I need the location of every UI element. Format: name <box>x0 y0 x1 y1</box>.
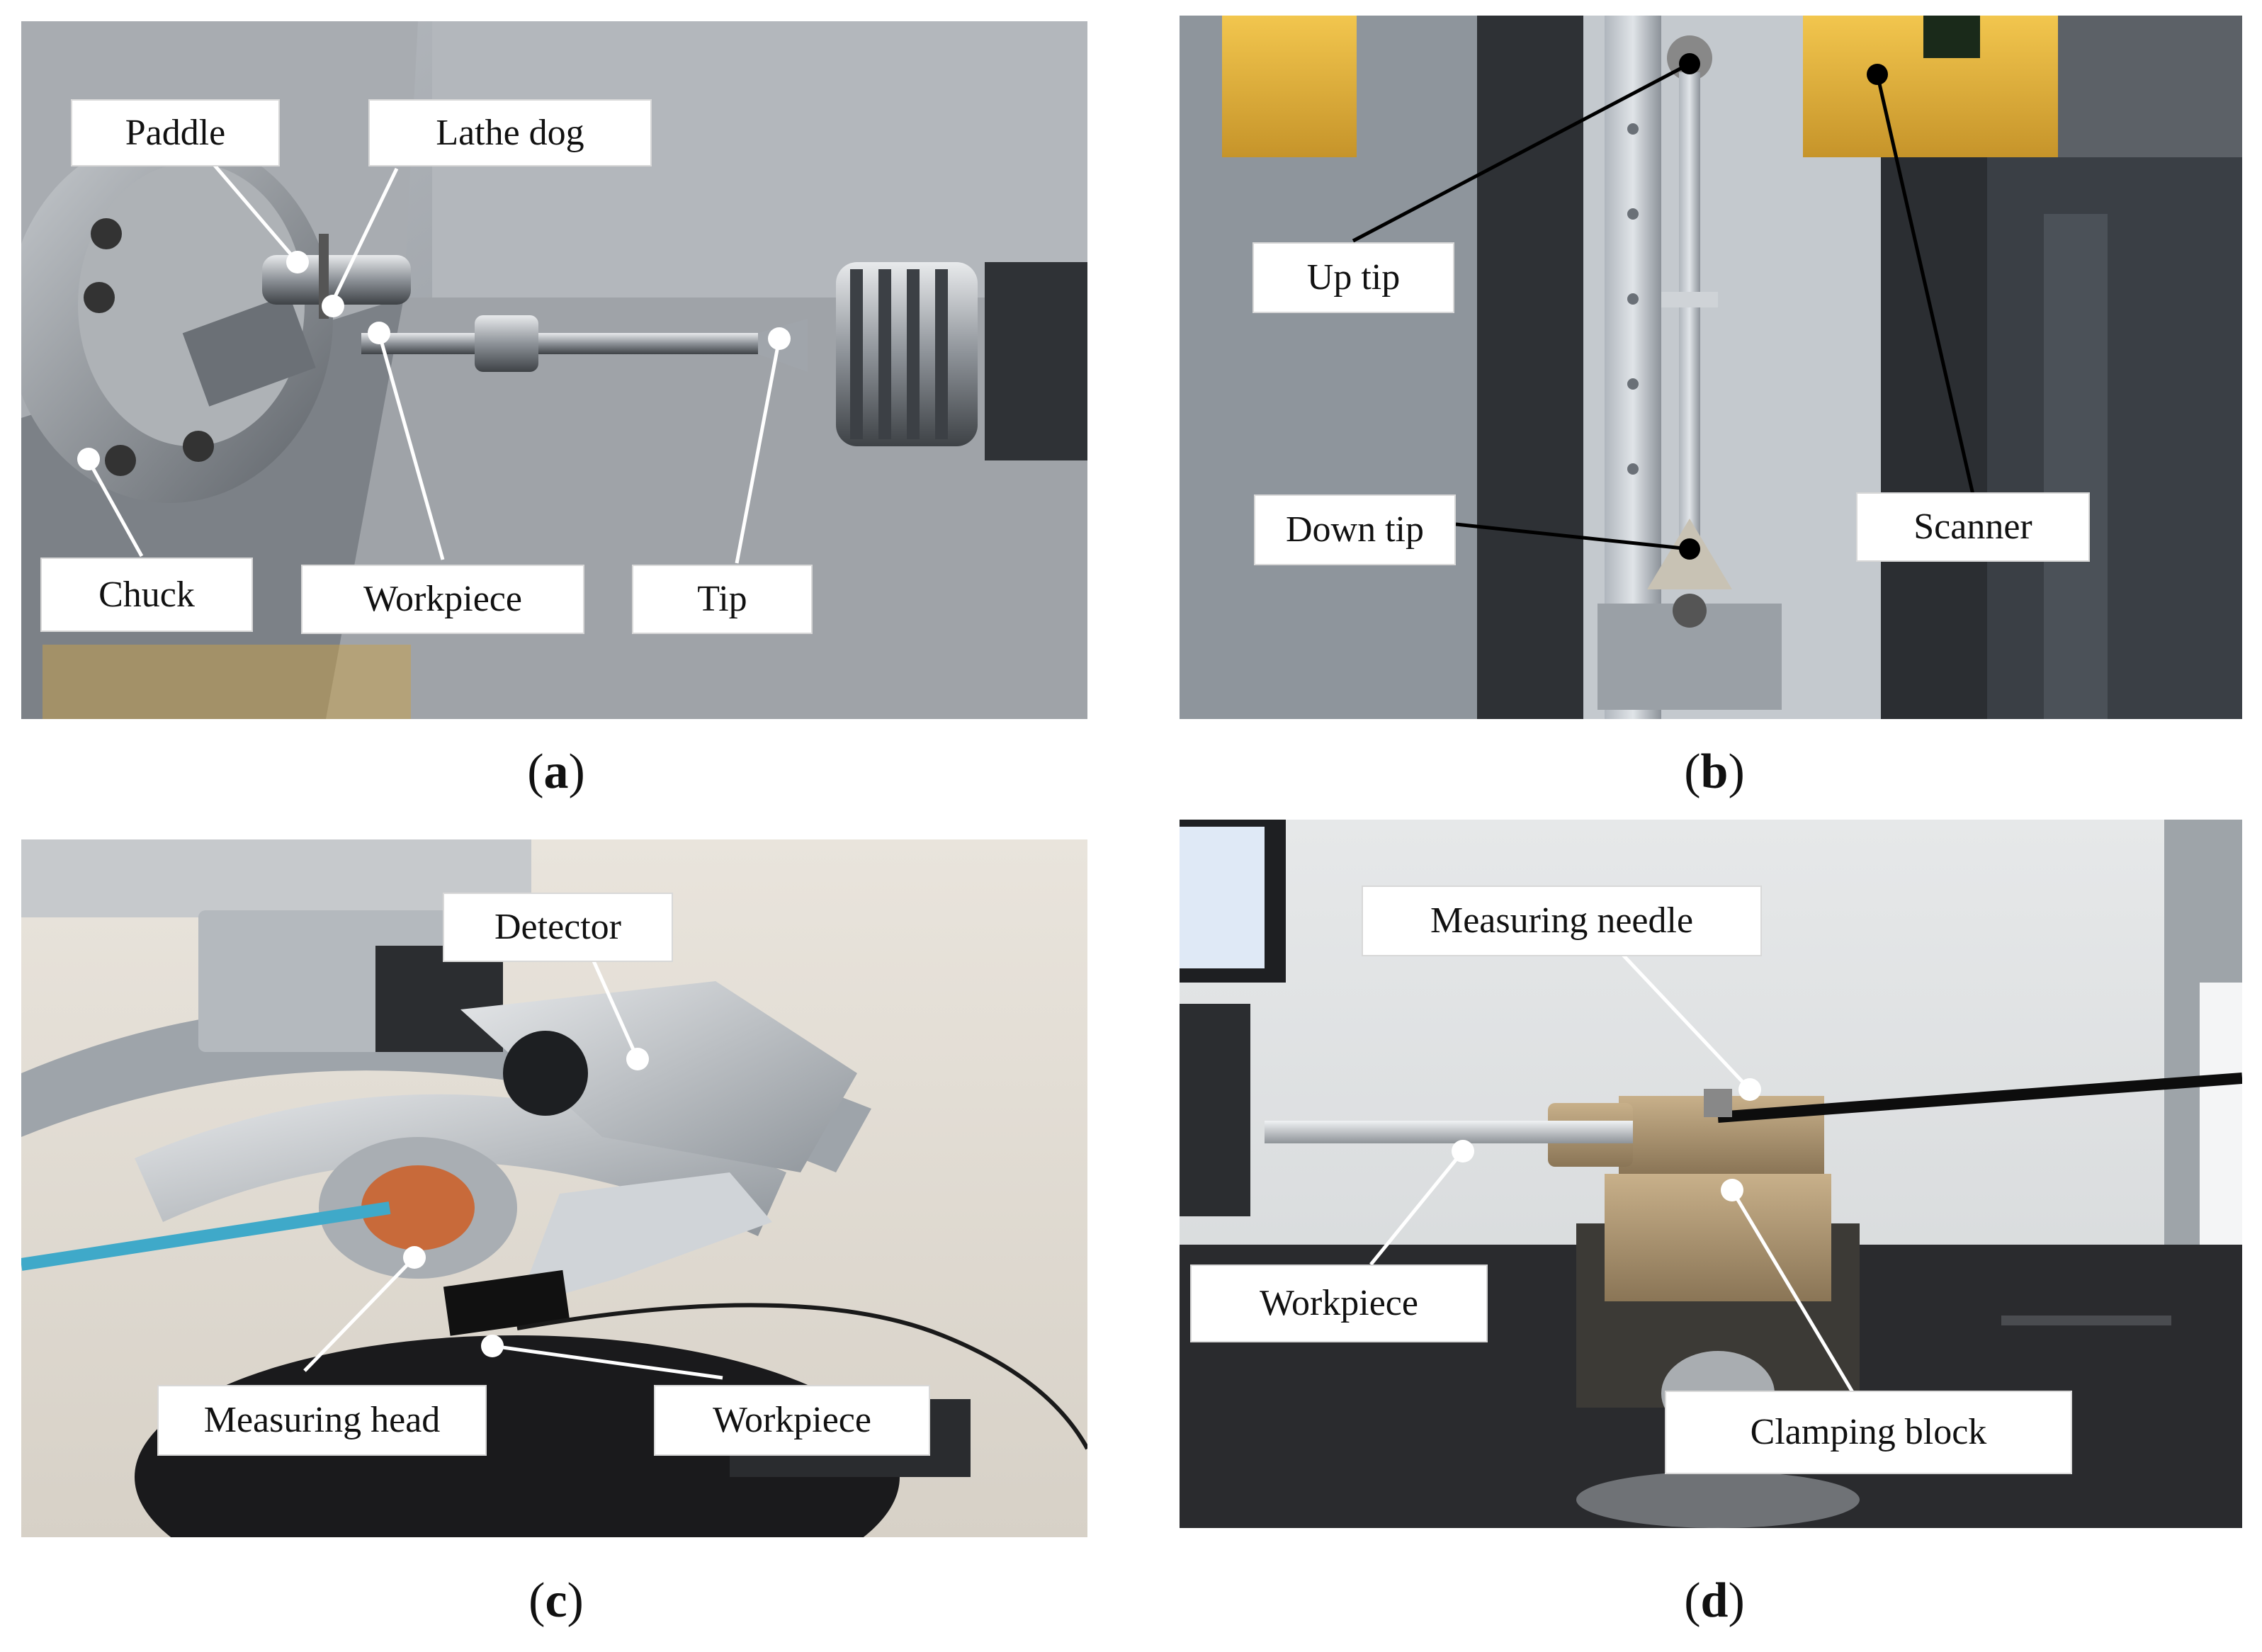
label-lathe-dog: Lathe dog <box>368 99 652 166</box>
label-scanner: Scanner <box>1856 492 2090 562</box>
caption-a: (a) <box>527 745 585 799</box>
caption-letter-b: b <box>1700 745 1729 799</box>
label-up-tip: Up tip <box>1252 242 1454 313</box>
label-detector: Detector <box>443 893 673 962</box>
label-down-tip: Down tip <box>1254 494 1456 565</box>
caption-d: (d) <box>1684 1573 1745 1628</box>
label-workpiece-d: Workpiece <box>1190 1265 1488 1342</box>
panel-b-photo <box>1180 16 2242 719</box>
caption-c: (c) <box>528 1573 584 1628</box>
label-tip: Tip <box>632 565 813 634</box>
label-paddle: Paddle <box>71 99 280 166</box>
caption-letter-d: d <box>1700 1573 1729 1628</box>
label-workpiece-c: Workpiece <box>654 1385 930 1456</box>
label-measuring-head: Measuring head <box>157 1385 487 1456</box>
label-clamping-block: Clamping block <box>1665 1391 2072 1474</box>
caption-letter-a: a <box>543 745 569 799</box>
label-measuring-needle: Measuring needle <box>1362 886 1762 956</box>
caption-b: (b) <box>1684 745 1745 799</box>
label-workpiece-a: Workpiece <box>301 565 584 634</box>
caption-letter-c: c <box>545 1573 567 1628</box>
label-chuck: Chuck <box>40 558 253 632</box>
